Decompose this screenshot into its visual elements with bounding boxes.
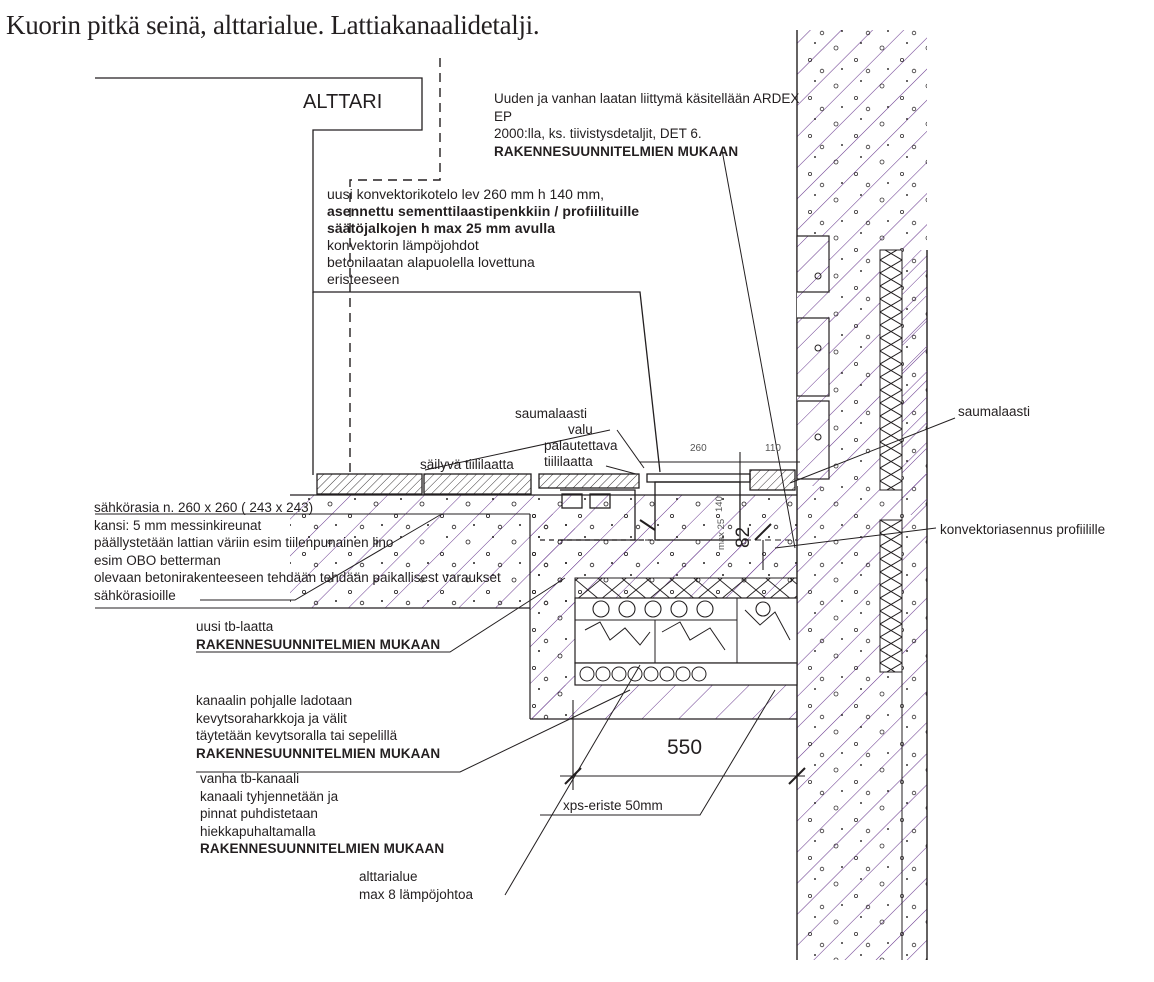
ardex-note: Uuden ja vanhan laatan liittymä käsitell… — [494, 90, 799, 160]
convector-note: uusi konvektorikotelo lev 260 mm h 140 m… — [327, 186, 639, 288]
retained-tile-label: säilyvä tiililaatta — [420, 457, 514, 472]
electric-line-3: päällystetään lattian väriin esim tiilen… — [94, 535, 394, 550]
altar-area-note: alttarialue max 8 lämpöjohtoa — [359, 868, 473, 903]
altar-label: ALTTARI — [303, 91, 383, 113]
old-channel-line-2: kanaali tyhjennetään ja — [200, 788, 339, 804]
leader-lines — [196, 149, 956, 896]
dimension-max25: max 25 — [716, 518, 727, 550]
channel-bottom-note: kanaalin pohjalle ladotaan kevytsorahark… — [196, 692, 440, 762]
channel-bottom-line-3: täytetään kevytsoralla tai sepelillä — [196, 728, 398, 743]
grout-line-1: saumalaasti — [515, 406, 588, 421]
electric-line-6: sähkörasioille — [94, 587, 176, 603]
masonry-wall — [796, 30, 928, 960]
drawing-title: Kuorin pitkä seinä, alttarialue. Lattiak… — [6, 10, 540, 40]
dimension-260: 260 — [690, 443, 707, 454]
convector-profile-label: konvektoriasennus profiilille — [940, 522, 1106, 537]
dimension-110: 110 — [765, 443, 781, 454]
ardex-line-2: EP — [494, 108, 513, 124]
dimension-82: 82 — [733, 526, 754, 548]
old-channel-line-1: vanha tb-kanaali — [200, 771, 300, 786]
channel-bottom-line-4: RAKENNESUUNNITELMIEN MUKAAN — [196, 745, 441, 761]
channel-bottom-line-1: kanaalin pohjalle ladotaan — [196, 693, 353, 708]
convector-line-2: asennettu sementtilaastipenkkiin / profi… — [327, 203, 640, 219]
convector-line-1: uusi konvektorikotelo lev 260 mm h 140 m… — [327, 186, 605, 202]
grout-cast-note: saumalaasti valu palautettava tiililaatt… — [515, 406, 618, 470]
old-channel-note: vanha tb-kanaali kanaali tyhjennetään ja… — [200, 770, 444, 858]
dimension-550: 550 — [667, 736, 703, 759]
grout-right-label: saumalaasti — [958, 404, 1031, 419]
new-slab-line-2: RAKENNESUUNNITELMIEN MUKAAN — [196, 636, 441, 652]
dimension-lines — [560, 452, 806, 790]
xps-label: xps-eriste 50mm — [563, 798, 663, 813]
grout-line-3: palautettava — [544, 438, 618, 453]
electric-line-2: kansi: 5 mm messinkireunat — [94, 517, 262, 533]
old-altar-dashed-line — [349, 58, 441, 475]
dimension-140: 140 — [714, 496, 725, 512]
altar-outline — [95, 77, 661, 475]
floor-tiles — [316, 469, 796, 495]
electric-line-5: olevaan betonirakenteeseen tehdään tehdä… — [94, 570, 501, 585]
ardex-line-1: Uuden ja vanhan laatan liittymä käsitell… — [494, 91, 800, 106]
old-channel-line-3: pinnat puhdistetaan — [200, 806, 318, 821]
channel-bottom-line-2: kevytsoraharkkoja ja välit — [196, 710, 347, 726]
altar-area-line-2: max 8 lämpöjohtoa — [359, 886, 474, 902]
electric-line-1: sähkörasia n. 260 x 260 ( 243 x 243) — [94, 500, 314, 515]
old-channel-line-4: hiekkapuhaltamalla — [200, 823, 316, 839]
electric-box-note: sähkörasia n. 260 x 260 ( 243 x 243) kan… — [94, 499, 501, 604]
electric-line-4: esim OBO betterman — [94, 552, 221, 568]
ardex-line-4: RAKENNESUUNNITELMIEN MUKAAN — [494, 143, 739, 159]
grout-line-4: tiililaatta — [544, 454, 593, 469]
convector-line-5: betonilaatan alapuolella lovettuna — [327, 254, 535, 270]
convector-line-3: säätöjalkojen h max 25 mm avulla — [327, 220, 556, 236]
old-channel-line-5: RAKENNESUUNNITELMIEN MUKAAN — [200, 841, 445, 856]
convector-line-4: konvektorin lämpöjohdot — [327, 237, 479, 253]
altar-area-line-1: alttarialue — [359, 869, 418, 884]
grout-line-2: valu — [568, 422, 593, 437]
old-channel — [529, 514, 798, 720]
new-slab-line-1: uusi tb-laatta — [196, 619, 274, 634]
convector-line-6: eristeeseen — [327, 271, 400, 287]
new-slab-note: uusi tb-laatta RAKENNESUUNNITELMIEN MUKA… — [196, 618, 440, 653]
ardex-line-3: 2000:lla, ks. tiivistysdetaljit, DET 6. — [494, 126, 702, 141]
